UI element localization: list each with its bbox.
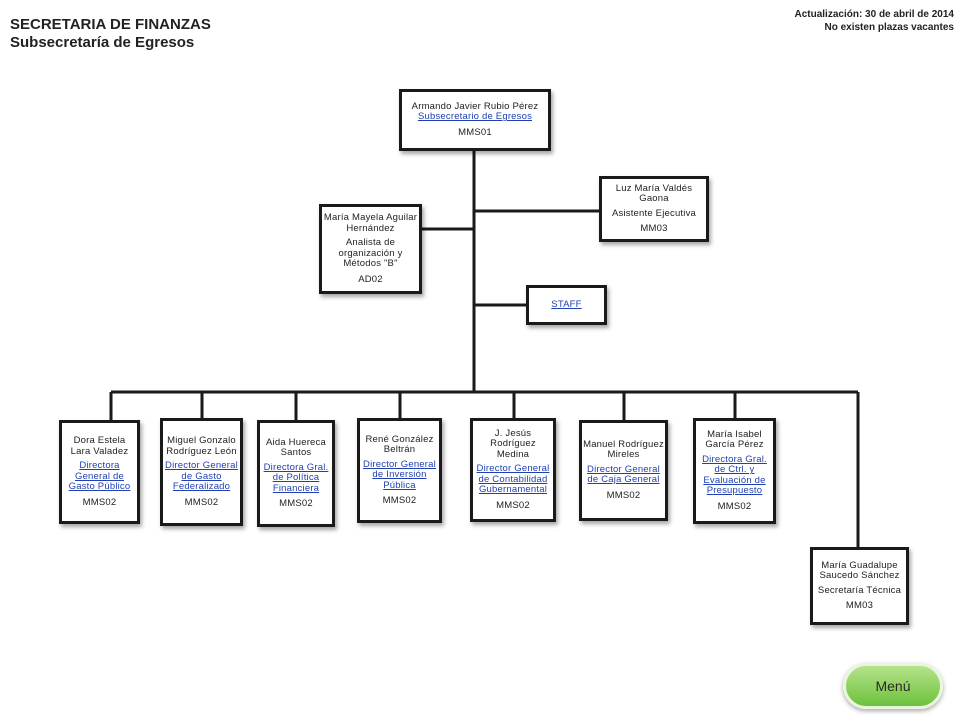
org-box-director-1: Dora Estela Lara Valadez Directora Gener… (59, 420, 140, 524)
org-box-director-6: Manuel Rodríguez Mireles Director Genera… (579, 420, 668, 521)
org-box-analista: María Mayela Aguilar Hernández Analista … (319, 204, 422, 294)
position-code: MMS02 (717, 500, 752, 512)
page-title: SECRETARIA DE FINANZAS (10, 16, 211, 33)
person-name: J. Jesús Rodríguez Medina (490, 427, 536, 460)
org-box-director-5: J. Jesús Rodríguez Medina Director Gener… (470, 418, 556, 522)
person-name: Manuel Rodríguez Mireles (583, 438, 664, 461)
position-code: MM03 (640, 223, 668, 234)
org-box-director-4: René González Beltrán Director General d… (357, 418, 442, 523)
update-info: Actualización: 30 de abril de 2014 No ex… (654, 8, 954, 34)
position-title: Secretaría Técnica (817, 584, 902, 596)
update-date: Actualización: 30 de abril de 2014 (794, 9, 954, 20)
position-code: MMS01 (458, 126, 492, 138)
position-code: MMS02 (382, 495, 417, 506)
person-name: René González Beltrán (365, 433, 434, 455)
staff-link[interactable]: STAFF (551, 298, 582, 310)
position-link[interactable]: Directora Gral. de Política Financiera (263, 461, 329, 494)
position-title: Analista de organización y Métodos "B" (338, 237, 403, 269)
org-box-director-7: María Isabel García Pérez Directora Gral… (693, 418, 776, 524)
org-box-asistente: Luz María Valdés Gaona Asistente Ejecuti… (599, 176, 709, 242)
person-name: María Guadalupe Saucedo Sánchez (819, 559, 900, 581)
position-link[interactable]: Subsecretario de Egresos (417, 111, 533, 123)
position-link[interactable]: Directora General de Gasto Público (68, 460, 131, 492)
position-link[interactable]: Directora Gral. de Ctrl. y Evaluación de… (702, 453, 767, 497)
position-link[interactable]: Director General de Caja General (587, 463, 660, 486)
page-subtitle: Subsecretaría de Egresos (10, 34, 195, 51)
position-link[interactable]: Director General de Contabilidad Guberna… (476, 463, 550, 496)
position-title: Asistente Ejecutiva (611, 207, 697, 219)
person-name: Luz María Valdés Gaona (615, 182, 693, 204)
position-code: MMS02 (606, 489, 641, 501)
position-code: AD02 (358, 273, 383, 285)
org-box-subsecretario: Armando Javier Rubio Pérez Subsecretario… (399, 89, 551, 151)
vacancy-note: No existen plazas vacantes (824, 22, 954, 33)
person-name: María Mayela Aguilar Hernández (323, 212, 418, 234)
position-code: MMS02 (184, 496, 219, 508)
org-box-secretaria-tecnica: María Guadalupe Saucedo Sánchez Secretar… (810, 547, 909, 625)
position-link[interactable]: Director General de Gasto Federalizado (165, 460, 238, 492)
position-code: MMS02 (279, 498, 313, 509)
position-code: MMS02 (496, 499, 530, 511)
org-box-staff: STAFF (526, 285, 607, 325)
position-link[interactable]: Director General de Inversión Pública (363, 458, 436, 491)
position-code: MMS02 (82, 496, 117, 508)
person-name: Dora Estela Lara Valadez (70, 435, 129, 457)
person-name: Armando Javier Rubio Pérez (411, 100, 539, 112)
person-name: Aida Huereca Santos (266, 436, 326, 458)
person-name: Miguel Gonzalo Rodríguez León (166, 435, 237, 457)
person-name: María Isabel García Pérez (705, 428, 764, 451)
org-box-director-2: Miguel Gonzalo Rodríguez León Director G… (160, 418, 243, 526)
position-code: MM03 (845, 600, 874, 611)
org-box-director-3: Aida Huereca Santos Directora Gral. de P… (257, 420, 335, 527)
menu-button[interactable]: Menú (843, 663, 943, 709)
